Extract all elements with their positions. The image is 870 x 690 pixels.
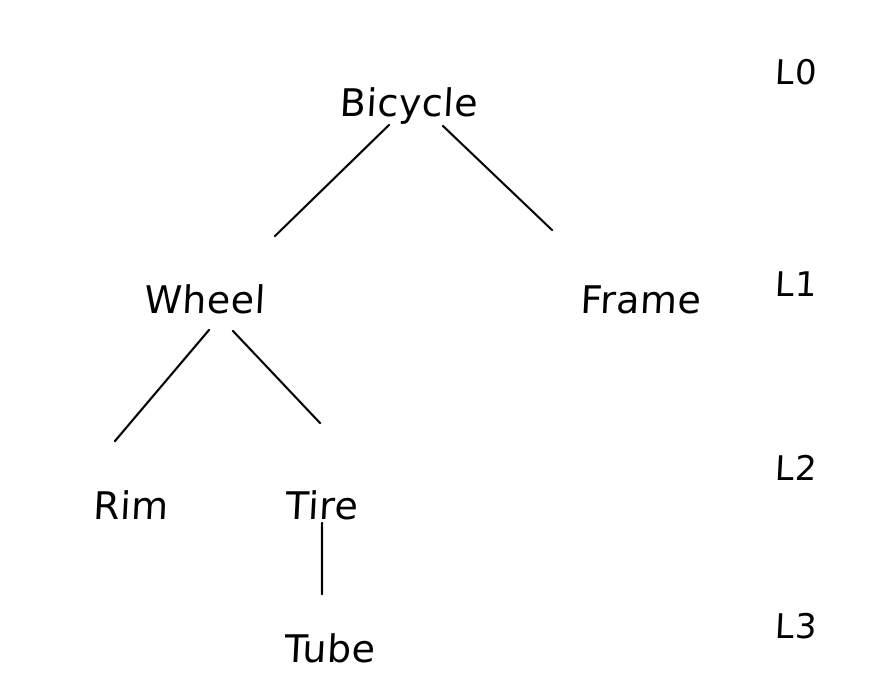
node-wheel[interactable]: Wheel: [143, 278, 267, 322]
node-tube[interactable]: Tube: [283, 627, 377, 671]
level-label-l2: L2: [773, 449, 819, 489]
edge-bicycle-frame: [441, 124, 554, 232]
level-label-l3: L3: [773, 607, 819, 647]
node-rim[interactable]: Rim: [92, 484, 170, 528]
edge-bicycle-wheel: [273, 123, 391, 238]
node-bicycle[interactable]: Bicycle: [338, 81, 480, 125]
edge-wheel-tire: [231, 329, 322, 425]
node-tire[interactable]: Tire: [284, 484, 360, 528]
level-label-l1: L1: [773, 265, 819, 305]
edge-wheel-rim: [113, 328, 211, 443]
node-frame[interactable]: Frame: [579, 278, 703, 322]
level-label-l0: L0: [773, 53, 819, 93]
